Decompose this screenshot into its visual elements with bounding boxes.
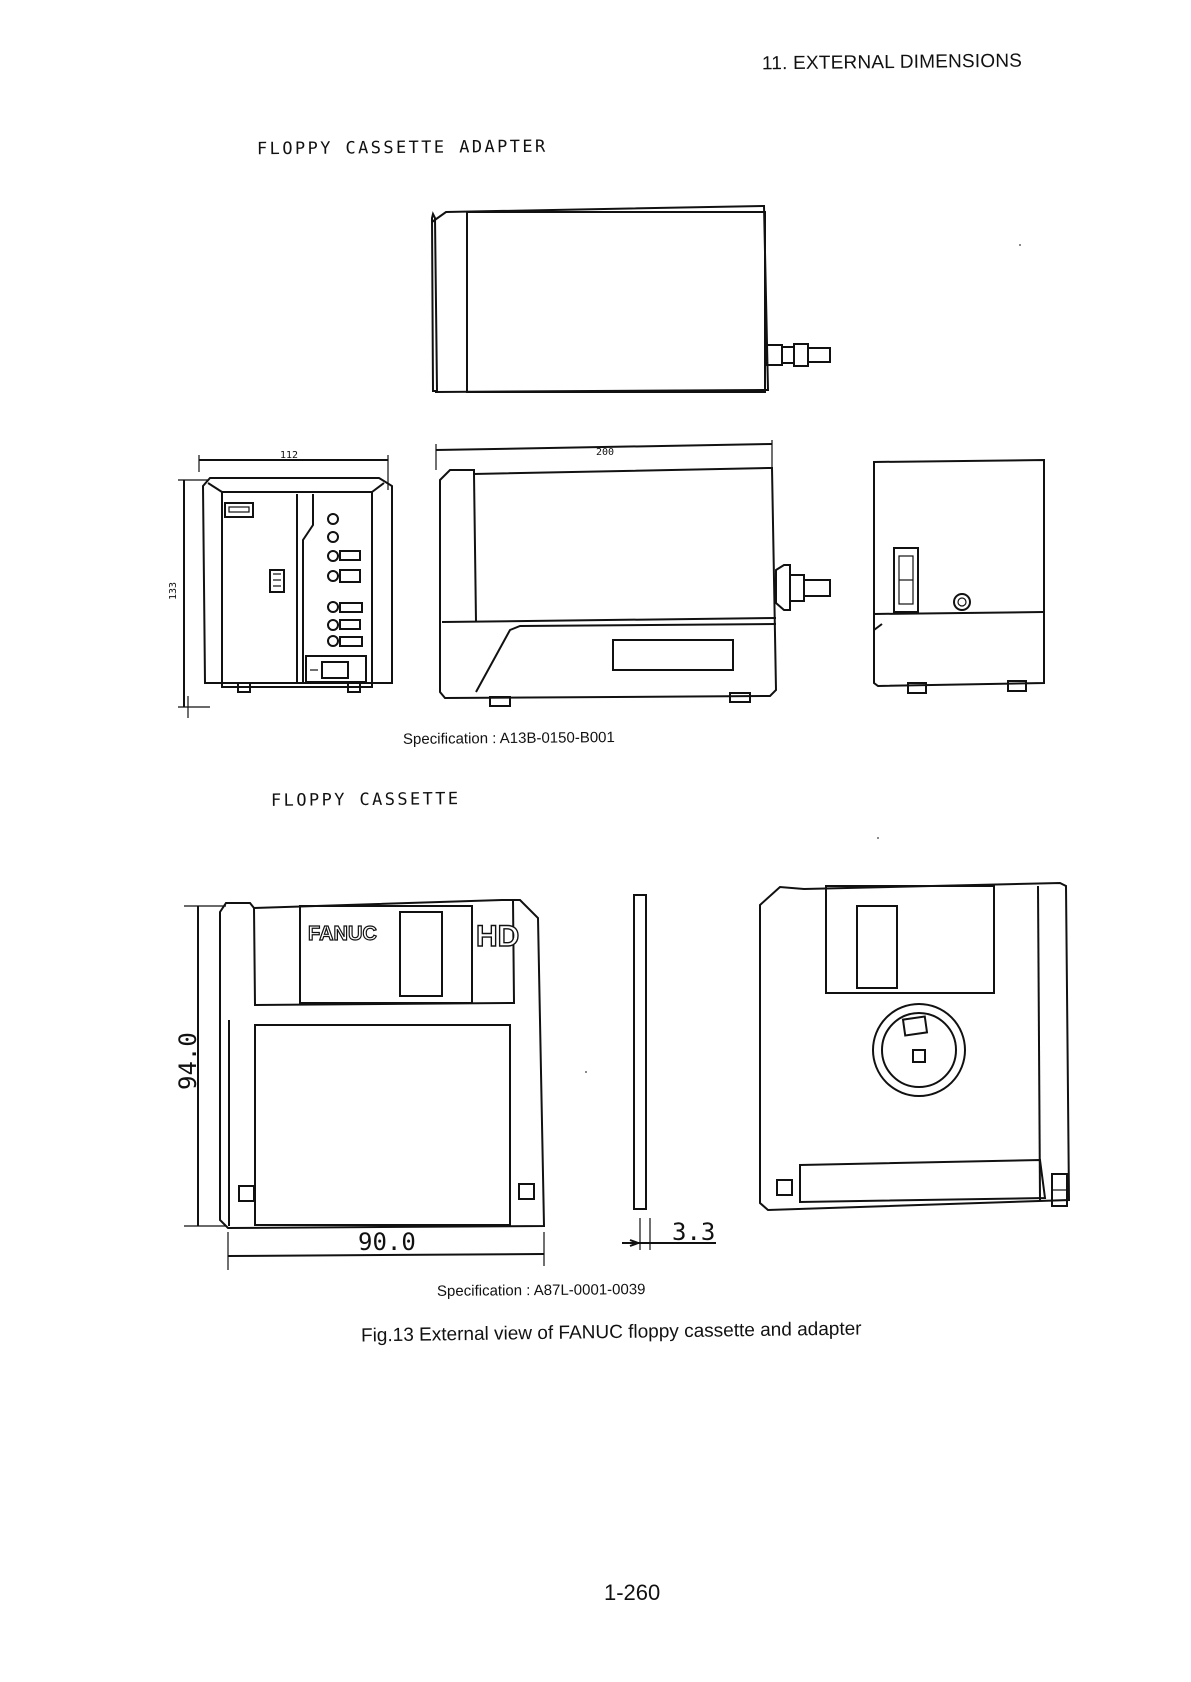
cassette-density-mark: HD [476,920,519,953]
adapter-top-view [432,206,830,392]
cassette-thickness-label: 3.3 [672,1218,715,1246]
cassette-height-label: 94.0 [174,1032,202,1090]
cassette-front-view: 94.0 90.0 FANUC HD [174,900,544,1270]
adapter-width-label: 112 [280,450,298,461]
adapter-side-view: 200 [436,440,830,706]
adapter-front-view: 112 133 [168,450,392,718]
adapter-length-label: 200 [596,447,614,458]
scan-speck [877,837,879,839]
cassette-width-label: 90.0 [358,1228,416,1256]
scan-speck [1019,244,1021,246]
scan-speck [585,1071,587,1073]
cassette-edge-view: 3.3 [622,895,716,1250]
cassette-back-view [760,883,1069,1210]
cassette-brand-label: FANUC [308,923,377,945]
adapter-height-label: 133 [168,582,179,600]
adapter-rear-view [874,460,1044,693]
